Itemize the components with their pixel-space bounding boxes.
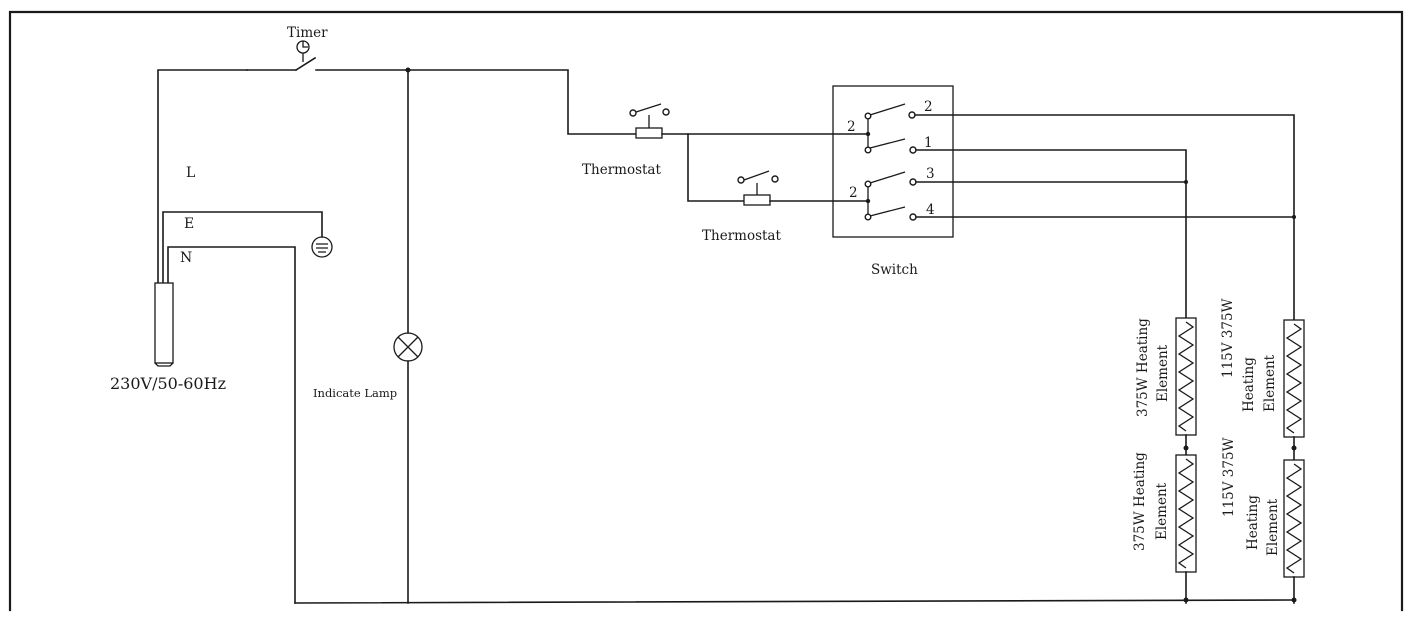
svg-text:375W Heating: 375W Heating bbox=[1132, 452, 1148, 551]
switch-terminal-1-label: 1 bbox=[924, 135, 933, 151]
diagram-frame bbox=[8, 10, 1404, 612]
heating-element-left-upper-label: 375W Heating Element bbox=[1135, 318, 1171, 417]
heating-element-right-lower-label: 115V 375W Heating Element bbox=[1221, 437, 1281, 556]
switch-common-upper-label: 2 bbox=[847, 119, 856, 135]
heating-element-right-lower bbox=[1283, 459, 1305, 578]
heating-element-left-upper bbox=[1175, 317, 1197, 436]
rotary-switch bbox=[832, 85, 954, 238]
svg-text:Heating: Heating bbox=[1241, 357, 1257, 412]
timer-label: Timer bbox=[287, 25, 328, 41]
svg-text:115V 375W: 115V 375W bbox=[1221, 437, 1237, 517]
switch-common-lower-label: 2 bbox=[849, 185, 858, 201]
thermostat-2-label: Thermostat bbox=[702, 228, 781, 244]
earth-label: E bbox=[184, 216, 194, 232]
timer-switch bbox=[246, 40, 409, 72]
thermostat-1 bbox=[629, 103, 869, 202]
ground-icon bbox=[311, 236, 333, 258]
svg-text:Heating: Heating bbox=[1245, 495, 1261, 550]
svg-text:375W Heating: 375W Heating bbox=[1135, 318, 1151, 417]
svg-text:Element: Element bbox=[1262, 354, 1278, 412]
heating-element-right-upper bbox=[1283, 319, 1305, 438]
power-plug bbox=[154, 69, 323, 604]
lamp-label: Indicate Lamp bbox=[313, 386, 397, 400]
heating-element-left-lower-label: 375W Heating Element bbox=[1132, 452, 1170, 551]
switch-terminal-3-label: 3 bbox=[926, 166, 935, 182]
indicator-lamp bbox=[393, 69, 423, 604]
heating-element-left-lower bbox=[1175, 454, 1197, 573]
svg-text:115V 375W: 115V 375W bbox=[1220, 298, 1236, 378]
switch-terminal-2-label: 2 bbox=[924, 99, 933, 115]
heating-element-right-upper-label: 115V 375W Heating Element bbox=[1220, 298, 1278, 412]
svg-text:Element: Element bbox=[1155, 344, 1171, 402]
svg-text:Element: Element bbox=[1154, 482, 1170, 540]
supply-voltage-label: 230V/50-60Hz bbox=[110, 374, 226, 393]
svg-text:Element: Element bbox=[1265, 498, 1281, 556]
line-label: L bbox=[186, 165, 195, 181]
neutral-label: N bbox=[180, 250, 192, 266]
thermostat-2 bbox=[737, 170, 869, 206]
switch-terminal-4-label: 4 bbox=[926, 202, 935, 218]
switch-label: Switch bbox=[871, 262, 918, 278]
thermostat-1-label: Thermostat bbox=[582, 162, 661, 178]
